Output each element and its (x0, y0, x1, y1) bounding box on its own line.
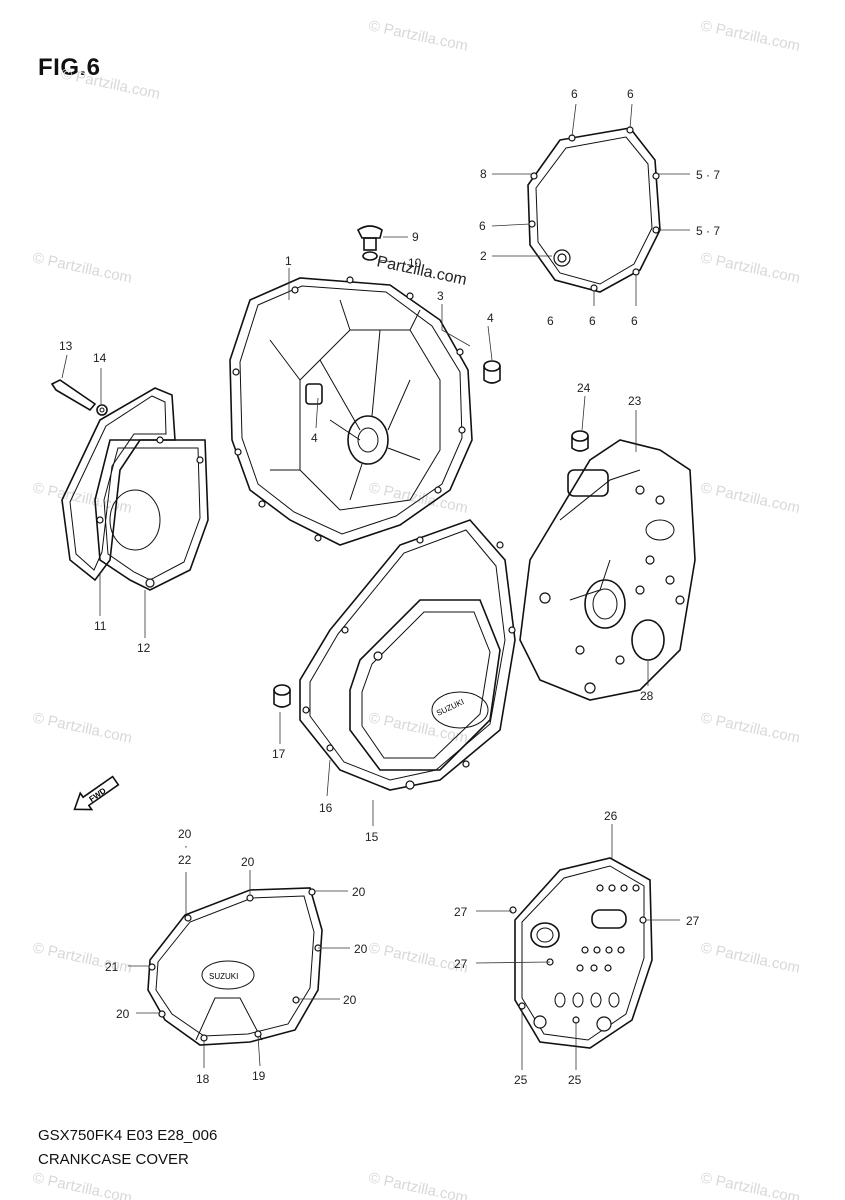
brand-label: SUZUKI (435, 697, 465, 718)
footer-caption: CRANKCASE COVER (38, 1151, 189, 1168)
watermark: © Partzilla.com (699, 249, 801, 287)
clutch-cover-gasket-top (527, 126, 661, 293)
callout-20: 20 (343, 993, 357, 1007)
callout-16: 16 (319, 801, 333, 815)
side-cover-left (50, 379, 209, 591)
crankcase-lower-cover (509, 857, 653, 1049)
callout-12: 12 (137, 641, 151, 655)
callout-1: 1 (285, 254, 292, 268)
callout-27: 27 (686, 914, 700, 928)
callout-25: 25 (514, 1073, 528, 1087)
dowel-pin-left (273, 684, 291, 708)
watermark: © Partzilla.com (699, 479, 801, 517)
forward-label: FWD (88, 786, 108, 804)
callout-13: 13 (59, 339, 73, 353)
dowel-pin (483, 360, 501, 384)
watermark: © Partzilla.com (31, 1169, 133, 1200)
callout-14: 14 (93, 351, 107, 365)
crankcase-side-housing (519, 430, 696, 701)
watermark: © Partzilla.com (31, 709, 133, 747)
callout-separator: · (184, 839, 188, 853)
brand-label: SUZUKI (209, 972, 238, 981)
callout-27: 27 (454, 957, 468, 971)
callout-20: 20 (354, 942, 368, 956)
watermark: © Partzilla.com (699, 939, 801, 977)
callout-19: 19 (252, 1069, 266, 1083)
callout-24: 24 (577, 381, 591, 395)
callout-6: 6 (547, 314, 554, 328)
callout-5-7: 5 · 7 (696, 168, 720, 182)
watermark: © Partzilla.com (699, 17, 801, 55)
generator-cover (299, 519, 516, 791)
callout-21: 21 (105, 960, 119, 974)
callout-10: 10 (408, 256, 422, 270)
callout-4: 4 (311, 431, 318, 445)
clutch-cover (229, 276, 473, 546)
callout-15: 15 (365, 830, 379, 844)
callout-22: 22 (178, 853, 192, 867)
watermark: © Partzilla.com (367, 1169, 469, 1200)
callout-20: 20 (178, 827, 192, 841)
generator-outer-cover: SUZUKI (147, 887, 323, 1046)
watermark-center: Partzilla.com (375, 253, 468, 289)
figure-title: FIG.6 (38, 54, 101, 81)
callout-20: 20 (241, 855, 255, 869)
forward-arrow-icon: FWD (73, 775, 120, 811)
callout-6: 6 (589, 314, 596, 328)
watermark: © Partzilla.com (699, 709, 801, 747)
callout-6: 6 (571, 87, 578, 101)
watermark-layer: © Partzilla.com © Partzilla.com © Partzi… (31, 17, 801, 1200)
callout-20: 20 (116, 1007, 130, 1021)
callout-20: 20 (352, 885, 366, 899)
callout-27: 27 (454, 905, 468, 919)
callout-9: 9 (412, 230, 419, 244)
callout-4: 4 (487, 311, 494, 325)
callout-23: 23 (628, 394, 642, 408)
callout-3: 3 (437, 289, 444, 303)
leader-lines (61, 103, 690, 1070)
watermark: © Partzilla.com (367, 17, 469, 55)
watermark: © Partzilla.com (31, 249, 133, 287)
callout-18: 18 (196, 1072, 210, 1086)
callout-25: 25 (568, 1073, 582, 1087)
callout-11: 11 (94, 619, 107, 633)
watermark: © Partzilla.com (699, 1169, 801, 1200)
callout-labels: 1 2 3 4 4 5 · 7 5 · 7 6 6 6 6 6 6 8 9 10… (59, 87, 720, 1087)
callout-6: 6 (631, 314, 638, 328)
callout-26: 26 (604, 809, 618, 823)
watermark: © Partzilla.com (59, 65, 161, 103)
oil-filler-cap (356, 225, 383, 261)
footer-part-code: GSX750FK4 E03 E28_006 (38, 1127, 218, 1144)
callout-8: 8 (480, 167, 487, 181)
callout-17: 17 (272, 747, 286, 761)
callout-6: 6 (479, 219, 486, 233)
callout-28: 28 (640, 689, 654, 703)
callout-6: 6 (627, 87, 634, 101)
callout-5-7: 5 · 7 (696, 224, 720, 238)
callout-2: 2 (480, 249, 487, 263)
